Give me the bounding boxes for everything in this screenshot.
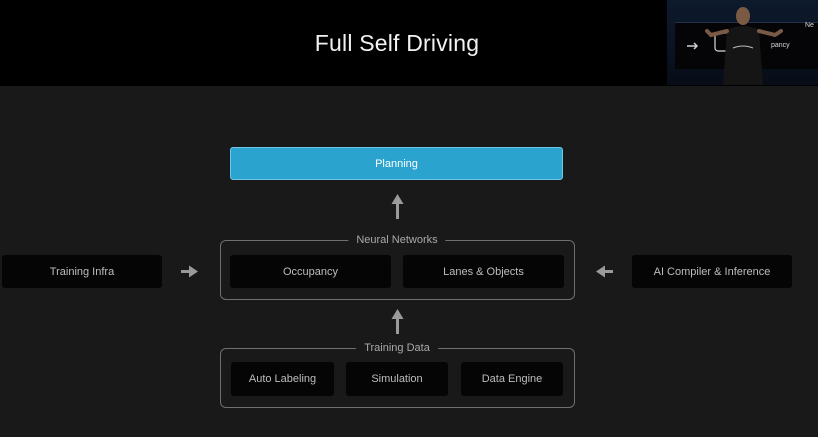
presenter-camera-overlay: Ne pancy xyxy=(667,0,818,85)
lanes-objects-box: Lanes & Objects xyxy=(403,255,564,288)
arrow-up-to-neural-networks-icon xyxy=(391,309,404,334)
presenter-figure xyxy=(687,7,783,85)
occupancy-box: Occupancy xyxy=(230,255,391,288)
data-engine-box: Data Engine xyxy=(461,362,563,396)
training-data-label: Training Data xyxy=(356,342,438,354)
arrow-left-from-ai-compiler-icon xyxy=(596,265,613,278)
training-infra-box: Training Infra xyxy=(2,255,162,288)
camera-text-fragment-pancy: pancy xyxy=(771,42,790,49)
neural-networks-label: Neural Networks xyxy=(348,234,446,246)
simulation-box: Simulation xyxy=(346,362,448,396)
camera-text-fragment-ne: Ne xyxy=(805,22,814,29)
auto-labeling-box: Auto Labeling xyxy=(231,362,334,396)
ai-compiler-inference-box: AI Compiler & Inference xyxy=(632,255,792,288)
slide-title: Full Self Driving xyxy=(314,30,480,56)
arrow-right-from-training-infra-icon xyxy=(181,265,198,278)
planning-box: Planning xyxy=(230,147,563,180)
arrow-up-to-planning-icon xyxy=(391,194,404,219)
